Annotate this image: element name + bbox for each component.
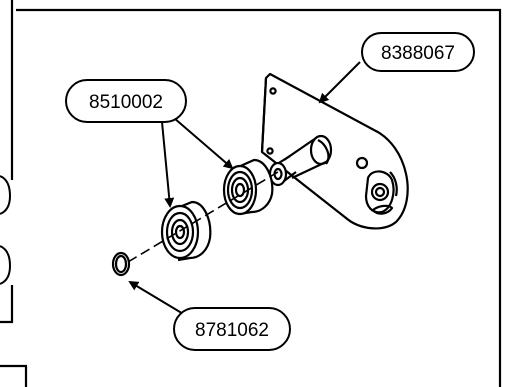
- callout-8388067: 8388067: [361, 32, 475, 72]
- offscreen-callout-fragments: [0, 175, 12, 285]
- leader-8388067: [318, 61, 361, 104]
- callout-label: 8510002: [89, 92, 163, 113]
- shaft: [268, 134, 333, 187]
- callout-label: 8388067: [381, 43, 455, 64]
- callout-label: 8781062: [195, 320, 269, 341]
- bearing-lower: [160, 200, 212, 262]
- leader-8510002-a: [161, 121, 175, 208]
- leader-8510002-b: [173, 117, 234, 170]
- bracket-plate: [260, 72, 409, 230]
- callout-8781062: 8781062: [173, 307, 291, 351]
- leader-8781062: [128, 280, 191, 319]
- retaining-ring: [111, 251, 131, 277]
- leader-lines: [128, 61, 361, 319]
- callout-8510002: 8510002: [65, 79, 187, 123]
- bearing-upper: [222, 158, 274, 216]
